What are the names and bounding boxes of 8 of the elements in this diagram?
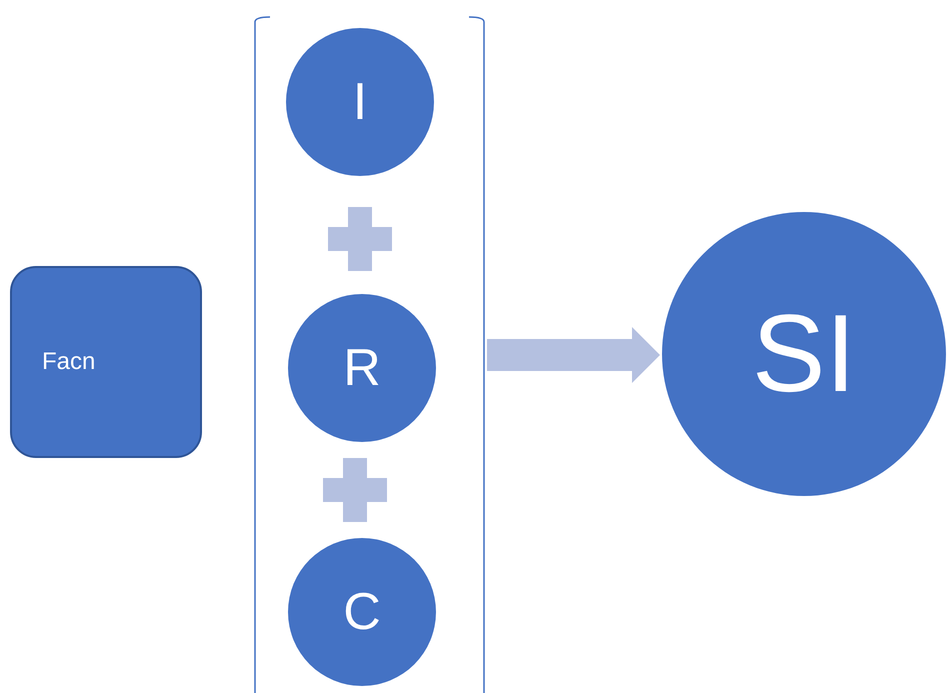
node-label: I (352, 76, 368, 128)
node-label: Facn (42, 350, 96, 374)
node-label: R (343, 342, 381, 394)
node-label: SI (752, 299, 856, 409)
rounded-box (10, 266, 202, 458)
bracket (254, 16, 485, 693)
block-arrow (487, 327, 660, 383)
node-label: C (343, 586, 381, 638)
